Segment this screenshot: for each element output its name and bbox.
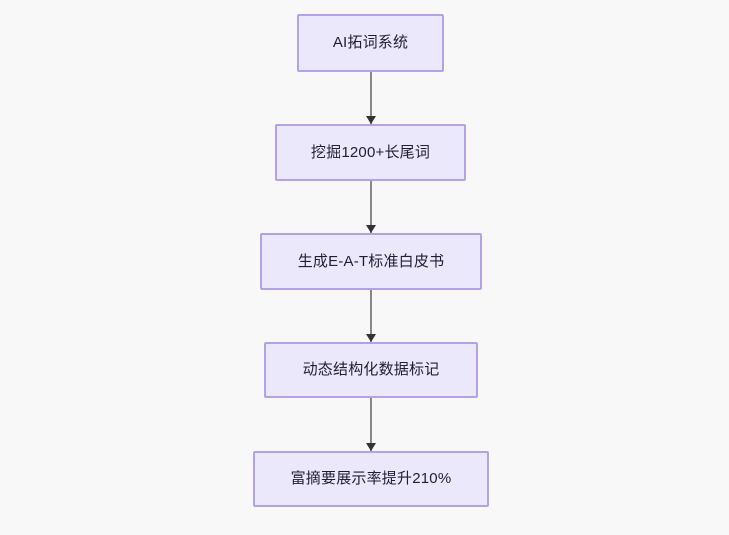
flow-node-label: 富摘要展示率提升210%: [290, 470, 452, 487]
arrowhead-icon: [366, 443, 376, 451]
edge-line: [370, 181, 372, 233]
arrowhead-icon: [366, 225, 376, 233]
edge-line: [370, 72, 372, 124]
flow-node-label: 动态结构化数据标记: [302, 361, 440, 378]
arrowhead-icon: [366, 116, 376, 124]
edge-node1-node2: [366, 72, 376, 124]
flow-node-mine-longtail-keywords[interactable]: 挖掘1200+长尾词: [275, 124, 466, 181]
flow-node-dynamic-structured-data-markup[interactable]: 动态结构化数据标记: [264, 342, 478, 398]
flow-node-rich-snippet-rate-increase[interactable]: 富摘要展示率提升210%: [253, 451, 489, 507]
flow-node-generate-eat-whitepaper[interactable]: 生成E-A-T标准白皮书: [260, 233, 482, 290]
edge-line: [370, 290, 372, 342]
flow-node-ai-keyword-system[interactable]: AI拓词系统: [297, 14, 444, 72]
edge-node4-node5: [366, 398, 376, 451]
edge-line: [370, 398, 372, 451]
flow-node-label: 挖掘1200+长尾词: [310, 143, 431, 161]
flow-node-label: 生成E-A-T标准白皮书: [297, 252, 445, 270]
flow-node-label: AI拓词系统: [332, 34, 409, 51]
arrowhead-icon: [366, 334, 376, 342]
edge-node2-node3: [366, 181, 376, 233]
edge-node3-node4: [366, 290, 376, 342]
